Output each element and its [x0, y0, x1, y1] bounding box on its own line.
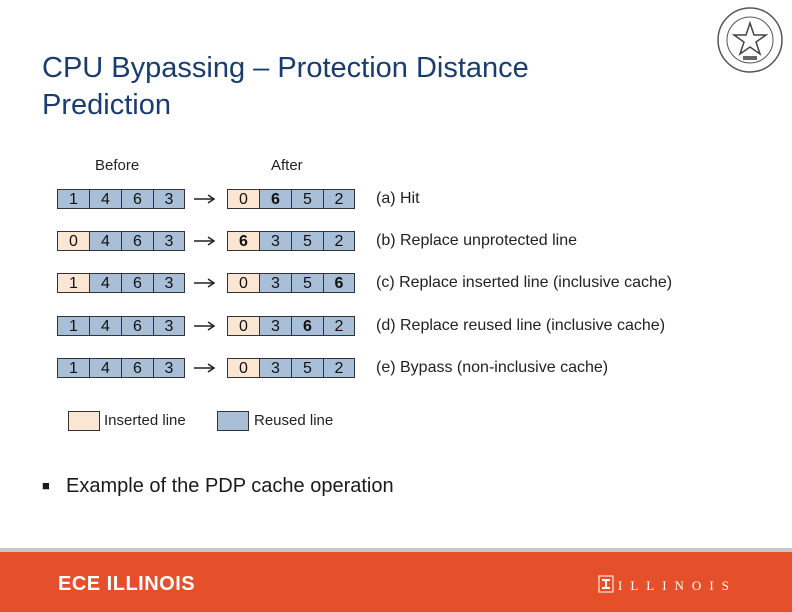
before-cells: 1 4 6 3 [57, 358, 185, 380]
cache-cell: 6 [291, 316, 323, 336]
cache-cell: 0 [227, 189, 259, 209]
cache-cell: 6 [121, 316, 153, 336]
cache-cell: 2 [323, 231, 355, 251]
after-cells: 0 6 5 2 [227, 189, 355, 211]
row-label: (b) Replace unprotected line [376, 232, 578, 249]
reused-line-swatch [217, 411, 249, 431]
cache-cell: 5 [291, 189, 323, 209]
cache-cell: 4 [89, 316, 121, 336]
slide-title: CPU Bypassing – Protection Distance Pred… [42, 50, 682, 124]
cache-cell: 1 [57, 189, 89, 209]
cache-cell: 4 [89, 273, 121, 293]
cache-cell: 1 [57, 316, 89, 336]
cache-cell: 6 [323, 273, 355, 293]
right-arrow-icon [194, 321, 216, 331]
before-cells: 1 4 6 3 [57, 273, 185, 295]
right-arrow-icon [194, 194, 216, 204]
cache-cell: 3 [259, 316, 291, 336]
cache-cell: 3 [153, 358, 185, 378]
cache-cell: 3 [153, 273, 185, 293]
cache-cell: 0 [227, 316, 259, 336]
right-arrow-icon [194, 363, 216, 373]
row-label: (c) Replace inserted line (inclusive cac… [376, 274, 673, 291]
bullet-text: Example of the PDP cache operation [66, 475, 394, 497]
cache-cell: 3 [153, 189, 185, 209]
inserted-line-swatch [68, 411, 100, 431]
cache-cell: 5 [291, 231, 323, 251]
cache-cell: 4 [89, 189, 121, 209]
cache-cell: 6 [121, 189, 153, 209]
footer-bar [0, 552, 792, 612]
figure-row-a: 1 4 6 3 0 6 5 2 (a) Hit [56, 189, 716, 211]
pdp-operation-figure: Before After 1 4 6 3 0 6 5 2 (a) Hit 0 4… [56, 152, 716, 442]
row-label: (a) Hit [376, 190, 420, 207]
before-cells: 1 4 6 3 [57, 189, 185, 211]
cache-cell: 3 [259, 231, 291, 251]
cache-cell: 6 [227, 231, 259, 251]
figure-row-b: 0 4 6 3 6 3 5 2 (b) Replace unprotected … [56, 231, 716, 253]
row-label: (e) Bypass (non-inclusive cache) [376, 359, 609, 376]
cache-cell: 0 [227, 358, 259, 378]
after-cells: 0 3 5 6 [227, 273, 355, 295]
illinois-wordmark: ILLINOIS [618, 578, 737, 593]
cache-cell: 3 [259, 273, 291, 293]
cache-cell: 1 [57, 273, 89, 293]
cache-cell: 6 [121, 231, 153, 251]
title-line-2: Prediction [42, 89, 171, 121]
bullet-item: ■ Example of the PDP cache operation [42, 475, 394, 498]
square-bullet-icon: ■ [42, 478, 50, 493]
cache-cell: 3 [259, 358, 291, 378]
figure-row-c: 1 4 6 3 0 3 5 6 (c) Replace inserted lin… [56, 273, 716, 295]
cache-cell: 4 [89, 358, 121, 378]
footer-divider [0, 548, 792, 552]
cache-cell: 5 [291, 358, 323, 378]
cache-cell: 2 [323, 189, 355, 209]
after-cells: 6 3 5 2 [227, 231, 355, 253]
after-cells: 0 3 6 2 [227, 316, 355, 338]
ece-illinois-logo: ECE ILLINOIS [58, 573, 196, 595]
cache-cell: 6 [121, 358, 153, 378]
cache-cell: 0 [227, 273, 259, 293]
after-cells: 0 3 5 2 [227, 358, 355, 380]
inserted-line-label: Inserted line [104, 412, 186, 429]
after-header: After [271, 157, 303, 174]
cache-cell: 1 [57, 358, 89, 378]
right-arrow-icon [194, 236, 216, 246]
university-seal-icon [717, 7, 783, 73]
illinois-block-i-icon [598, 575, 614, 593]
cache-cell: 6 [121, 273, 153, 293]
before-header: Before [95, 157, 140, 174]
cache-cell: 3 [153, 316, 185, 336]
before-cells: 1 4 6 3 [57, 316, 185, 338]
cache-cell: 4 [89, 231, 121, 251]
cache-cell: 6 [259, 189, 291, 209]
cache-cell: 2 [323, 358, 355, 378]
cache-cell: 3 [153, 231, 185, 251]
cache-cell: 5 [291, 273, 323, 293]
before-cells: 0 4 6 3 [57, 231, 185, 253]
cache-cell: 2 [323, 316, 355, 336]
figure-row-d: 1 4 6 3 0 3 6 2 (d) Replace reused line … [56, 316, 716, 338]
right-arrow-icon [194, 278, 216, 288]
cache-cell: 0 [57, 231, 89, 251]
figure-row-e: 1 4 6 3 0 3 5 2 (e) Bypass (non-inclusiv… [56, 358, 716, 380]
reused-line-label: Reused line [254, 412, 334, 429]
title-line-1: CPU Bypassing – Protection Distance [42, 52, 529, 84]
row-label: (d) Replace reused line (inclusive cache… [376, 317, 666, 334]
